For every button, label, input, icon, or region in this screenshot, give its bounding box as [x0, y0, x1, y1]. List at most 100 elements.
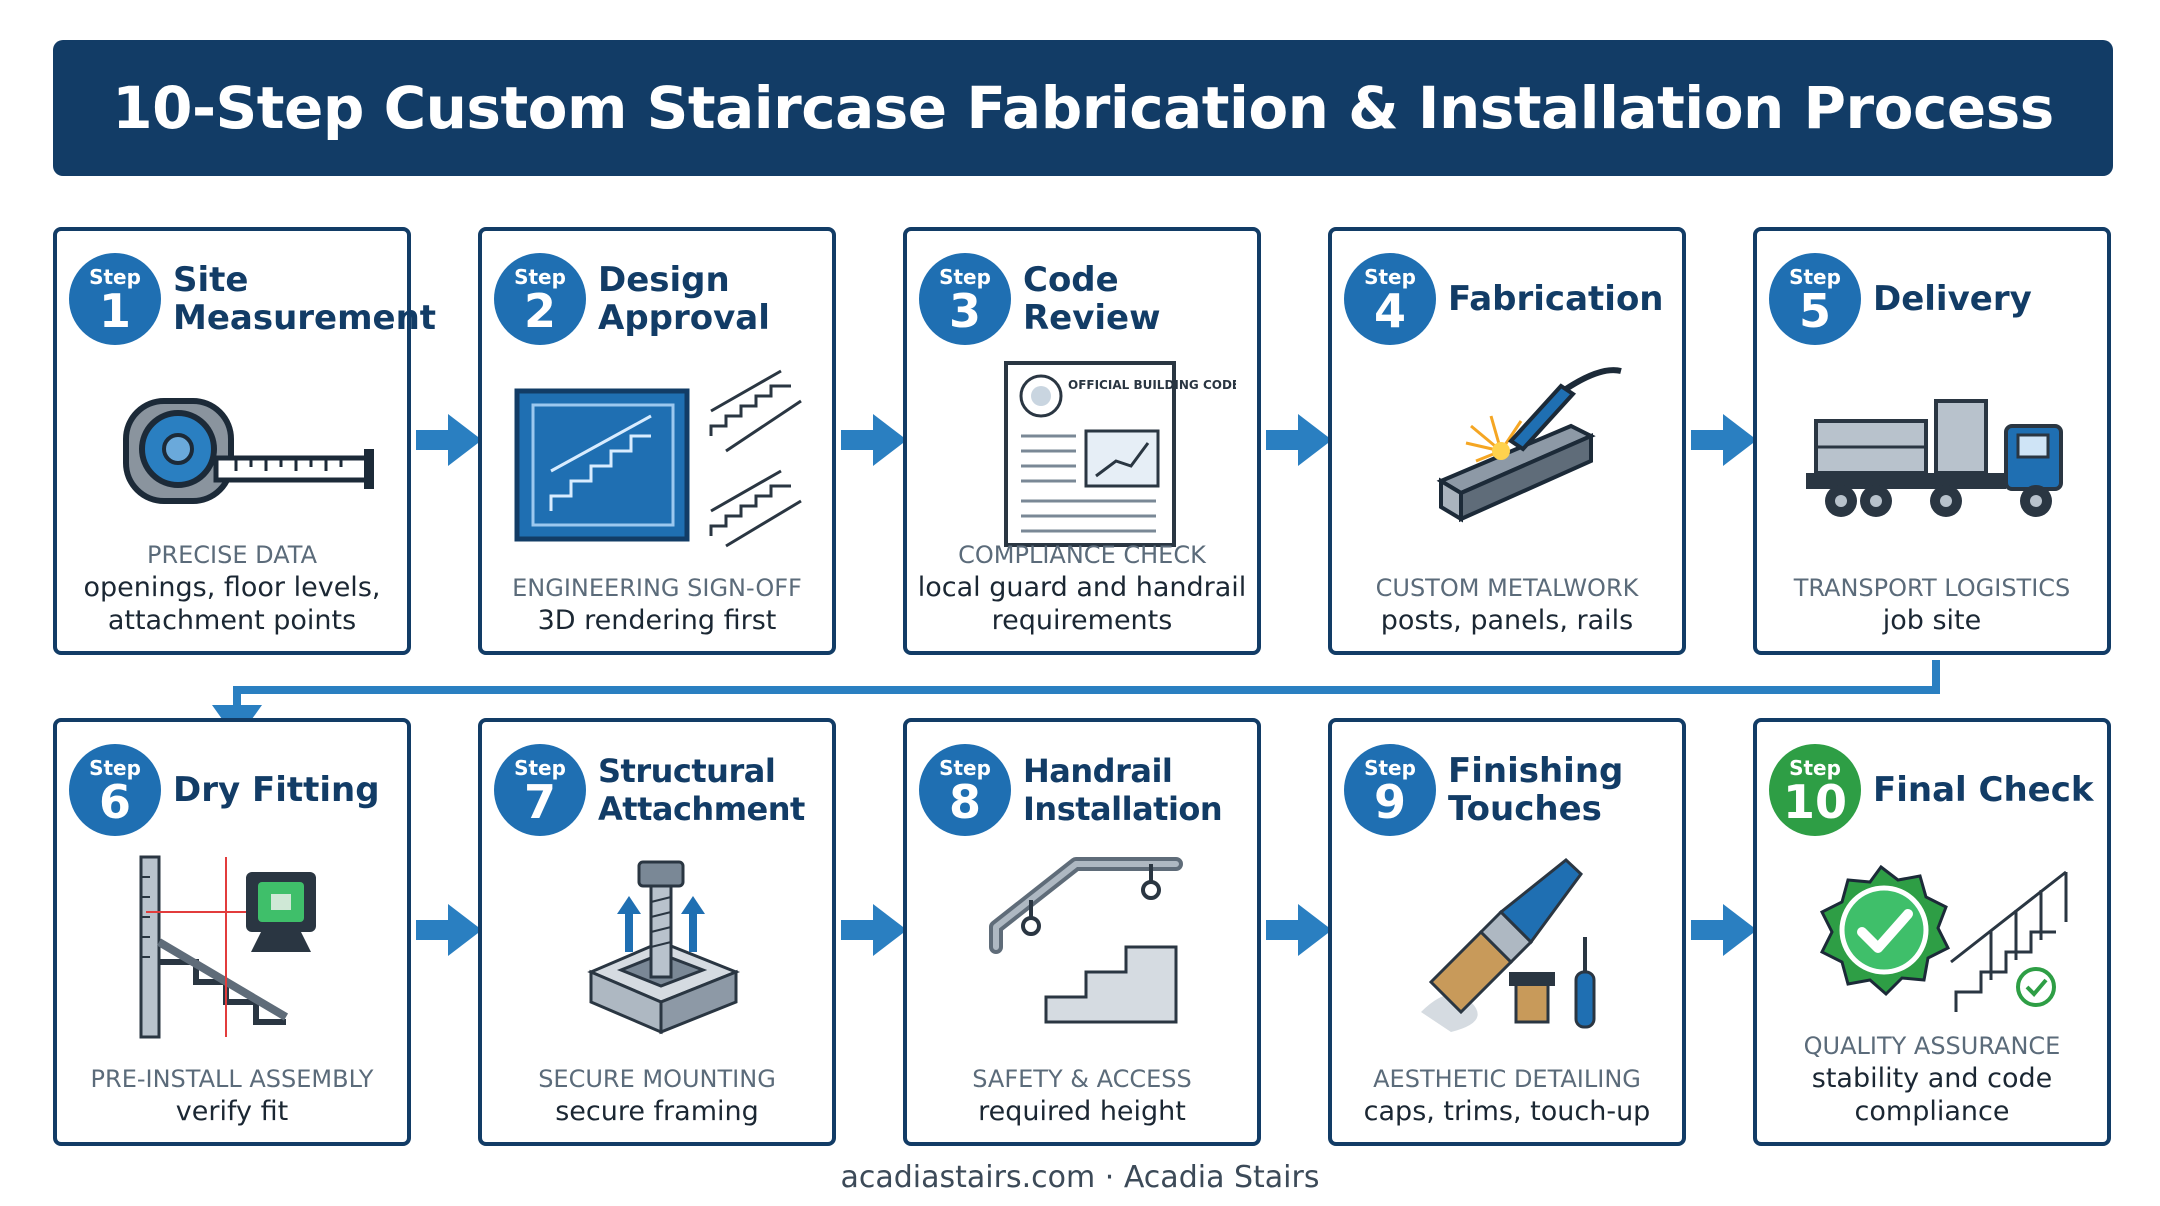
step-title: Design Approval [598, 260, 770, 338]
step-label: Step [939, 265, 991, 289]
arrow-right-icon [1266, 904, 1332, 956]
step-description: SAFETY & ACCESS required height [915, 1063, 1249, 1128]
step-description: PRECISE DATA openings, floor levels, att… [65, 539, 399, 637]
welding-beam-icon [1436, 367, 1622, 523]
step-number: 5 [1798, 284, 1831, 338]
step-label: Step [89, 756, 141, 780]
step-title: Code Review [1023, 260, 1161, 338]
step-category: SECURE MOUNTING [538, 1065, 776, 1093]
arrow-right-icon [1266, 414, 1332, 466]
step-description: PRE-INSTALL ASSEMBLY verify fit [65, 1063, 399, 1128]
step-label: Step [89, 265, 141, 289]
step-number: 8 [948, 775, 981, 829]
step-detail: required height [978, 1096, 1186, 1127]
step-detail: job site [1882, 605, 1982, 636]
step-title: Final Check [1873, 770, 2094, 810]
step-number: 6 [98, 775, 131, 829]
step-number: 3 [948, 284, 981, 338]
step-category: PRE-INSTALL ASSEMBLY [90, 1065, 374, 1093]
step-title: Delivery [1873, 279, 2032, 319]
step-description: AESTHETIC DETAILING caps, trims, touch-u… [1340, 1063, 1674, 1128]
step-label: Step [514, 265, 566, 289]
step-detail: 3D rendering first [537, 605, 777, 636]
step-number: 1 [98, 284, 131, 338]
step-description: QUALITY ASSURANCE stability and code com… [1765, 1030, 2099, 1128]
step-title: Dry Fitting [173, 770, 380, 810]
step-label: Step [1364, 265, 1416, 289]
step-number: 4 [1373, 284, 1406, 338]
page-title: 10-Step Custom Staircase Fabrication & I… [112, 74, 2054, 142]
building-code-document-icon: OFFICIAL BUILDING CODE [1004, 361, 1236, 547]
tape-measure-icon [123, 398, 374, 504]
step-detail: local guard and handrail requirements [917, 572, 1247, 636]
blueprint-icon [514, 369, 802, 548]
delivery-truck-icon [1806, 399, 2063, 517]
step-detail: openings, floor levels, attachment point… [83, 572, 381, 636]
step-detail: posts, panels, rails [1380, 605, 1634, 636]
step-category: CUSTOM METALWORK [1375, 574, 1639, 602]
step-description: TRANSPORT LOGISTICS job site [1765, 572, 2099, 637]
step-detail: stability and code compliance [1811, 1063, 2053, 1127]
anchor-bolt-icon [587, 860, 741, 1035]
step-title: Structural Attachment [598, 752, 805, 828]
document-heading: OFFICIAL BUILDING CODE [1068, 378, 1236, 392]
arrow-right-icon [841, 904, 907, 956]
step-category: SAFETY & ACCESS [972, 1065, 1192, 1093]
step-description: CUSTOM METALWORK posts, panels, rails [1340, 572, 1674, 637]
step-detail: secure framing [555, 1096, 759, 1127]
title-banner: 10-Step Custom Staircase Fabrication & I… [53, 40, 2113, 176]
step-label: Step [939, 756, 991, 780]
step-number: 2 [523, 284, 556, 338]
step-category: ENGINEERING SIGN-OFF [512, 574, 802, 602]
arrow-right-icon [1691, 904, 1757, 956]
step-title: Fabrication [1448, 279, 1664, 319]
arrow-right-icon [841, 414, 907, 466]
laser-level-icon [139, 855, 316, 1039]
step-title: Site Measurement [173, 260, 437, 338]
step-description: SECURE MOUNTING secure framing [490, 1063, 824, 1128]
handrail-icon [989, 857, 1183, 1024]
step-detail: caps, trims, touch-up [1363, 1096, 1651, 1127]
step-label: Step [514, 756, 566, 780]
step-title: Handrail Installation [1023, 752, 1223, 828]
step-number: 7 [523, 775, 556, 829]
step-category: QUALITY ASSURANCE [1803, 1032, 2061, 1060]
arrow-right-icon [1691, 414, 1757, 466]
arrow-right-icon [416, 414, 482, 466]
arrow-right-icon [416, 904, 482, 956]
check-seal-icon [1819, 864, 2068, 1012]
step-description: COMPLIANCE CHECK local guard and handrai… [915, 539, 1249, 637]
connector-line [233, 660, 1940, 715]
paintbrush-icon [1421, 858, 1596, 1032]
step-label: Step [1364, 756, 1416, 780]
step-category: AESTHETIC DETAILING [1373, 1065, 1641, 1093]
step-title: Finishing Touches [1448, 751, 1624, 829]
step-number: 9 [1373, 775, 1406, 829]
step-detail: verify fit [175, 1096, 289, 1127]
step-label: Step [1789, 756, 1841, 780]
step-label: Step [1789, 265, 1841, 289]
footer-credit: acadiastairs.com · Acadia Stairs [840, 1160, 1320, 1195]
step-number: 10 [1782, 775, 1847, 829]
step-description: ENGINEERING SIGN-OFF 3D rendering first [490, 572, 824, 637]
